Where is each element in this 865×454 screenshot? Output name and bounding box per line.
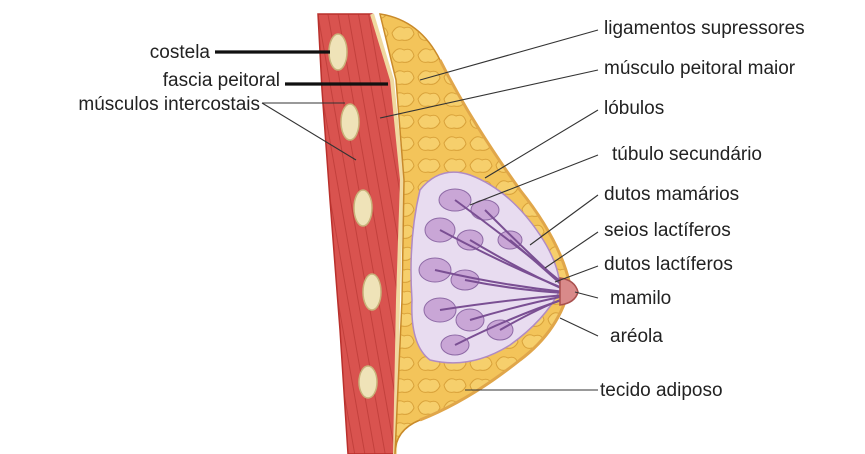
rib-2	[341, 104, 359, 140]
leader-ligamentos-supressores	[420, 30, 598, 80]
label-costela: costela	[150, 42, 211, 63]
rib-4	[363, 274, 381, 310]
leader-lobulos	[485, 110, 598, 178]
label-mamilo: mamilo	[610, 288, 671, 309]
nipple	[560, 278, 578, 305]
leader-mamilo	[575, 292, 598, 298]
label-areola: aréola	[610, 326, 663, 347]
rib-1	[329, 34, 347, 70]
label-dutos-mamarios: dutos mamários	[604, 184, 739, 205]
rib-3	[354, 190, 372, 226]
label-ligamentos-supressores: ligamentos supressores	[604, 18, 805, 39]
label-fascia-peitoral: fascia peitoral	[163, 70, 280, 91]
label-lobulos: lóbulos	[604, 98, 664, 119]
rib-5	[359, 366, 377, 398]
label-musculos-intercostais: músculos intercostais	[78, 94, 260, 115]
label-dutos-lactiferos: dutos lactíferos	[604, 254, 733, 275]
label-musculo-peitoral-maior: músculo peitoral maior	[604, 58, 796, 79]
label-tecido-adiposo: tecido adiposo	[600, 380, 723, 401]
label-seios-lactiferos: seios lactíferos	[604, 220, 731, 241]
leader-areola	[560, 318, 598, 336]
label-tubulo-secundario: túbulo secundário	[612, 144, 762, 165]
